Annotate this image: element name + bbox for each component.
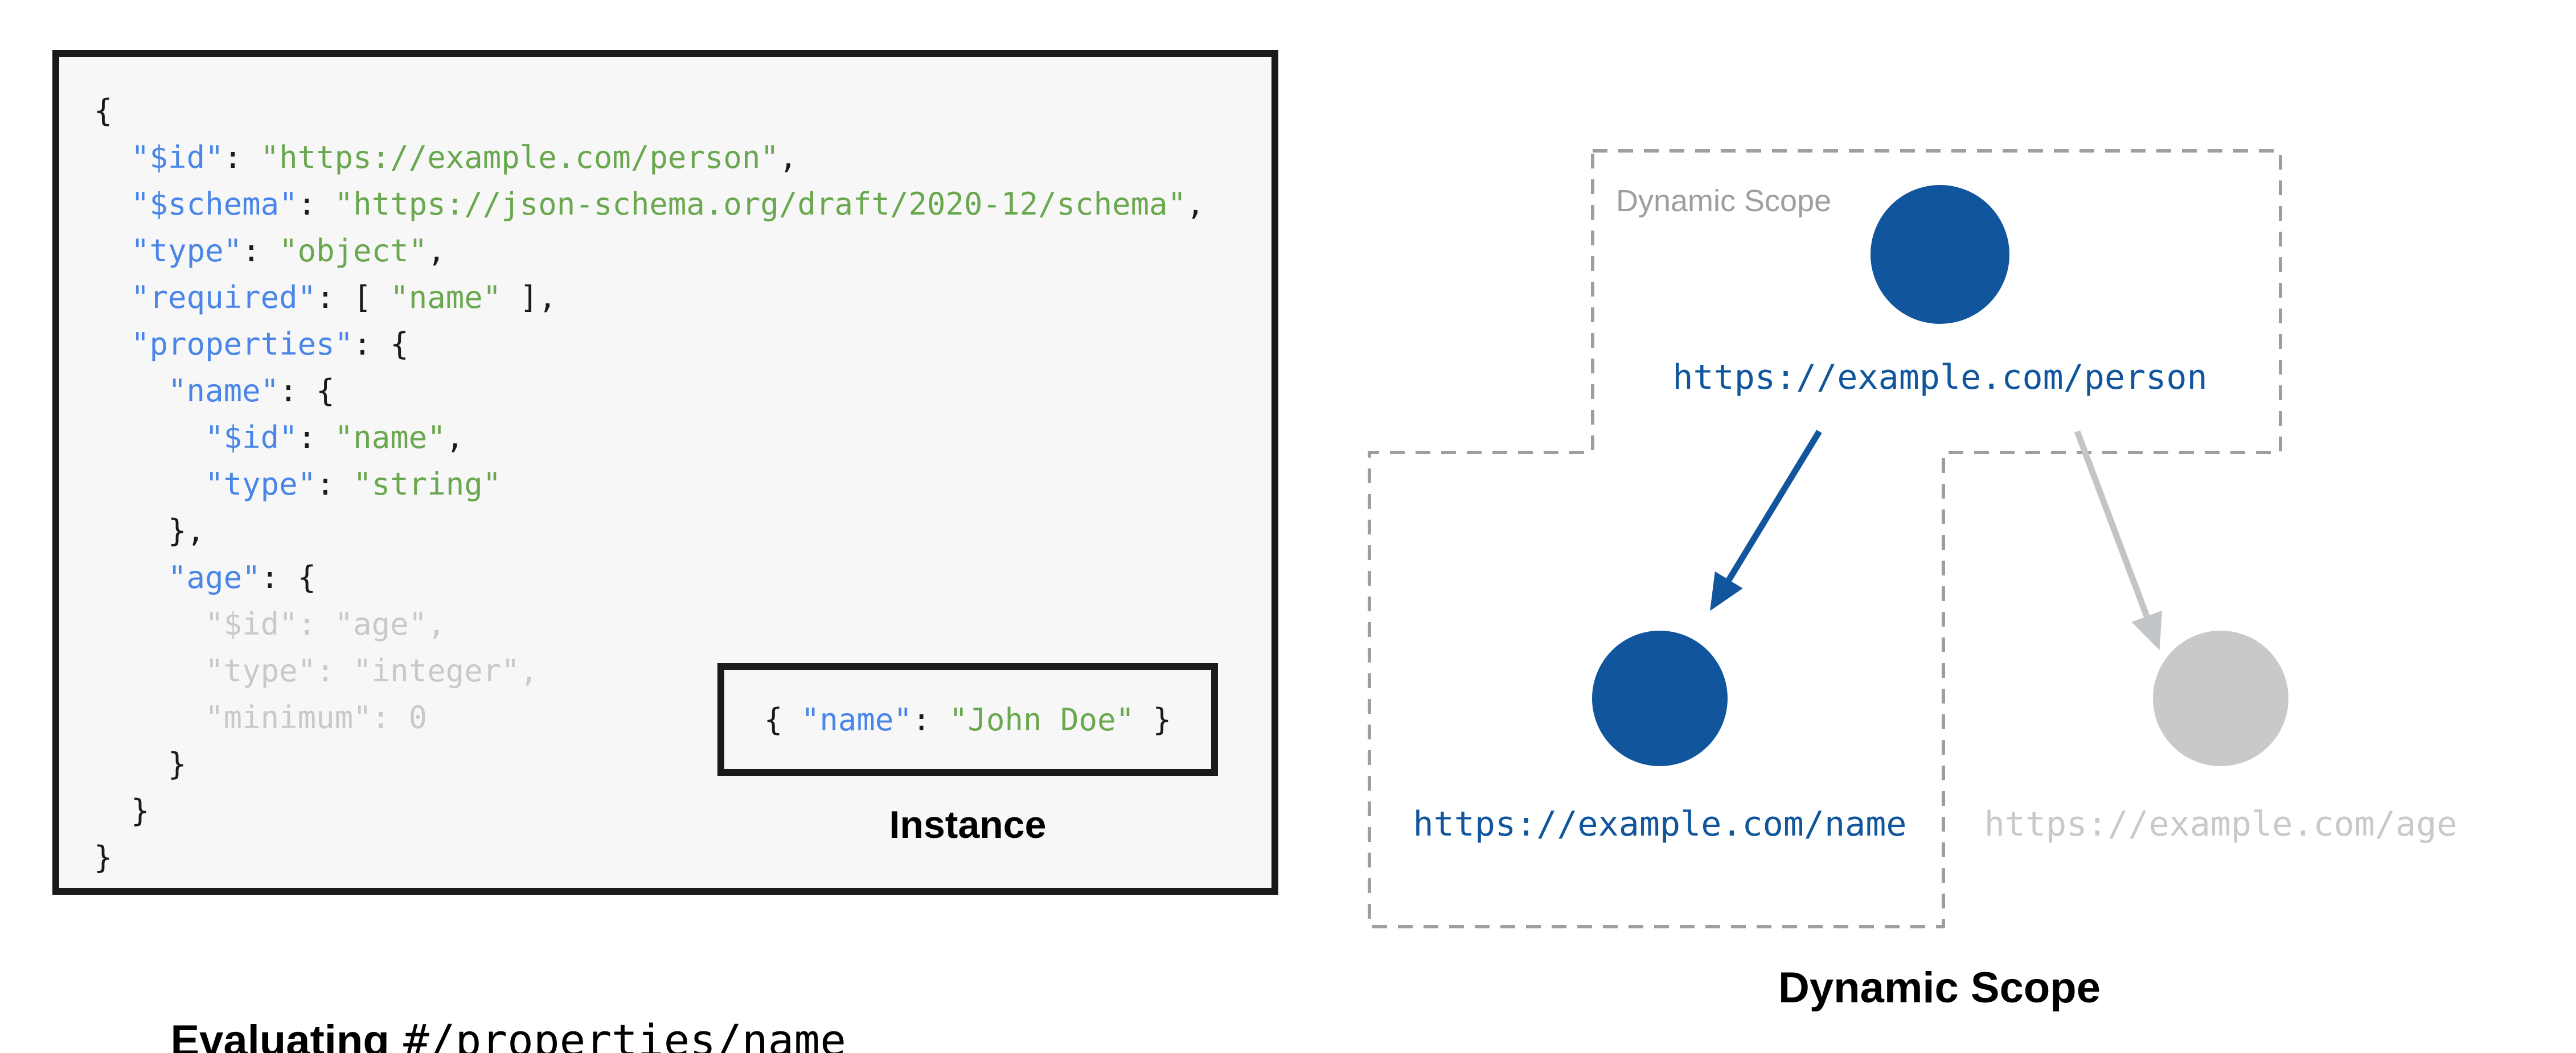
schema-code-line: "$id": "https://example.com/person",	[131, 139, 798, 175]
schema-code-line: }	[94, 840, 113, 875]
schema-code-line: "required": [ "name" ],	[131, 279, 557, 315]
node-age-circle	[2153, 631, 2288, 766]
node-person-url: https://example.com/person	[1672, 357, 2208, 397]
caption-evaluating: Evaluating #/properties/name	[122, 962, 846, 1053]
schema-code-line: "properties": {	[131, 326, 409, 362]
schema-code-line: "type": "integer",	[94, 653, 539, 689]
node-name-circle	[1592, 631, 1728, 766]
schema-code-line: },	[94, 513, 206, 549]
edge-person-to-name-arrow	[1710, 430, 1822, 611]
schema-code-line: "$id": "name",	[205, 419, 465, 455]
schema-code-line: }	[94, 793, 150, 829]
schema-code: { "$id": "https://example.com/person", "…	[94, 88, 1205, 881]
schema-code-line: "age": {	[168, 560, 317, 595]
schema-code-line: "$schema": "https://json-schema.org/draf…	[131, 186, 1205, 222]
instance-label: Instance	[889, 803, 1047, 846]
schema-code-line: "minimum": 0	[94, 700, 428, 735]
edge-person-to-age-arrow	[2074, 430, 2162, 651]
schema-code-box: { "$id": "https://example.com/person", "…	[52, 50, 1278, 895]
node-age-url: https://example.com/age	[1984, 804, 2458, 844]
node-person-circle	[1871, 185, 2009, 324]
dynamic-scope-boundary	[1368, 149, 2282, 928]
schema-code-line: "type": "object",	[131, 233, 446, 269]
caption-json-pointer: #/properties/name	[403, 1015, 846, 1053]
schema-code-line: "name": {	[168, 373, 335, 409]
schema-code-line: "$id": "age",	[94, 606, 446, 642]
scope-label: Dynamic Scope	[1616, 184, 1832, 218]
schema-code-line: }	[94, 746, 187, 782]
schema-code-line: {	[94, 93, 113, 129]
instance-box: { "name": "John Doe" }	[717, 663, 1218, 776]
caption-dynamic-scope: Dynamic Scope	[1778, 964, 2101, 1012]
caption-evaluating-word: Evaluating	[170, 1017, 389, 1053]
instance-code: { "name": "John Doe" }	[764, 701, 1172, 738]
schema-code-line: "type": "string"	[205, 466, 502, 502]
node-name-url: https://example.com/name	[1413, 804, 1907, 844]
